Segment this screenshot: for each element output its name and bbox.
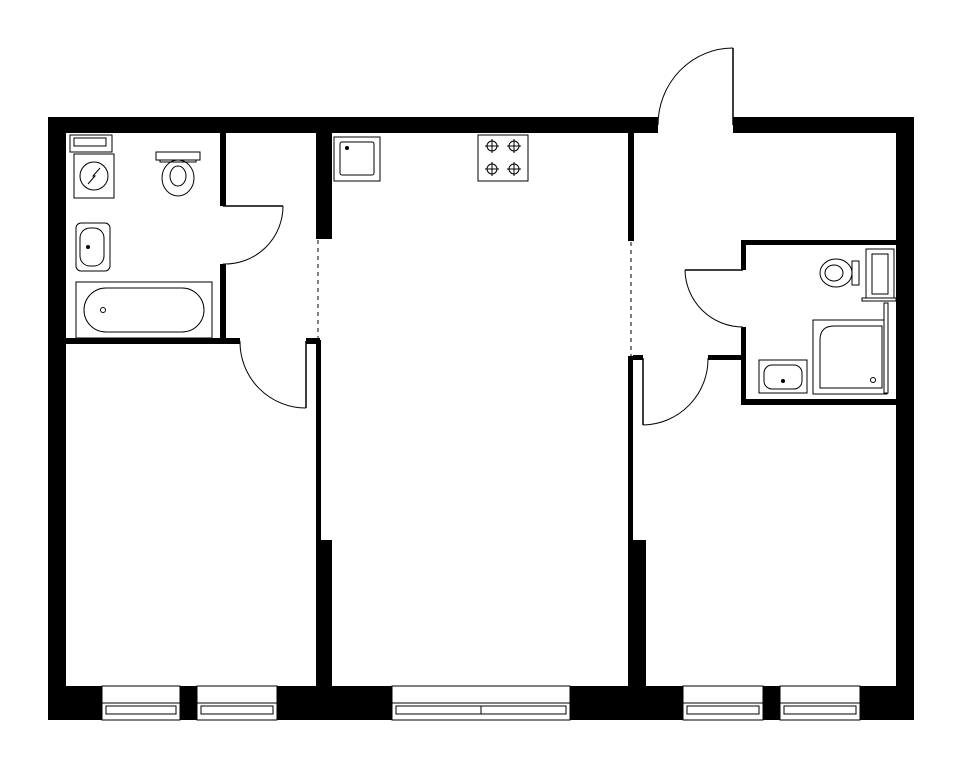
wall-hall-stub — [306, 338, 320, 344]
wall-entry-stub-small — [633, 355, 643, 360]
sink-icon — [75, 222, 111, 272]
wall-top-right — [736, 117, 914, 133]
wall-bed1-kitchen-thick — [316, 540, 332, 686]
wall-entry-stub — [708, 355, 741, 360]
vanity-shelf-icon — [69, 134, 113, 153]
wall-bath2-left-upper — [741, 240, 746, 270]
bathtub-icon — [75, 281, 213, 339]
window-kitchen — [391, 685, 571, 721]
kitchen-sink-icon — [333, 136, 381, 182]
window-bed2-a — [682, 685, 764, 721]
outer-walls — [48, 117, 914, 720]
stove-icon — [477, 134, 529, 182]
wall-bath2-top — [741, 240, 896, 245]
wall-bath2-bottom — [741, 399, 896, 405]
bedroom1-door — [239, 340, 307, 409]
windows — [101, 685, 861, 721]
wall-kitchen-bed2-thin — [628, 356, 633, 540]
wall-bath1-hall-upper — [220, 133, 226, 206]
toilet-icon — [155, 151, 201, 197]
wall-kitchen-right-upper — [628, 133, 634, 241]
window-bed1-a — [101, 685, 181, 721]
toilet-icon — [819, 258, 860, 288]
bath2-door — [684, 269, 744, 328]
window-bed2-b — [779, 685, 861, 721]
open-passages — [317, 240, 632, 356]
window-bed1-b — [196, 685, 278, 721]
bedroom2-door — [642, 357, 709, 426]
wall-top-left — [48, 117, 656, 133]
kitchen-fixtures — [333, 134, 529, 182]
interior-walls — [66, 133, 896, 686]
wall-bath1-bottom — [66, 338, 240, 344]
wall-right — [896, 117, 914, 720]
bath1-door — [222, 205, 284, 265]
wall-kitchen-bed2-thick — [628, 540, 646, 686]
vanity-shelf-icon — [861, 248, 897, 302]
entrance-door — [652, 47, 739, 133]
wall-bath2-left-lower — [741, 327, 746, 404]
wall-bath1-hall-lower — [220, 264, 226, 344]
wall-bed1-kitchen-thin — [316, 340, 321, 540]
wall-kitchen-left-upper — [316, 133, 332, 239]
bathroom2-fixtures — [758, 248, 897, 395]
bathroom1-fixtures — [69, 134, 213, 339]
doors — [222, 47, 744, 426]
washing-machine-icon — [73, 153, 115, 199]
sink-icon — [758, 359, 808, 394]
shower-tray-icon — [812, 302, 889, 395]
wall-left — [48, 117, 66, 720]
